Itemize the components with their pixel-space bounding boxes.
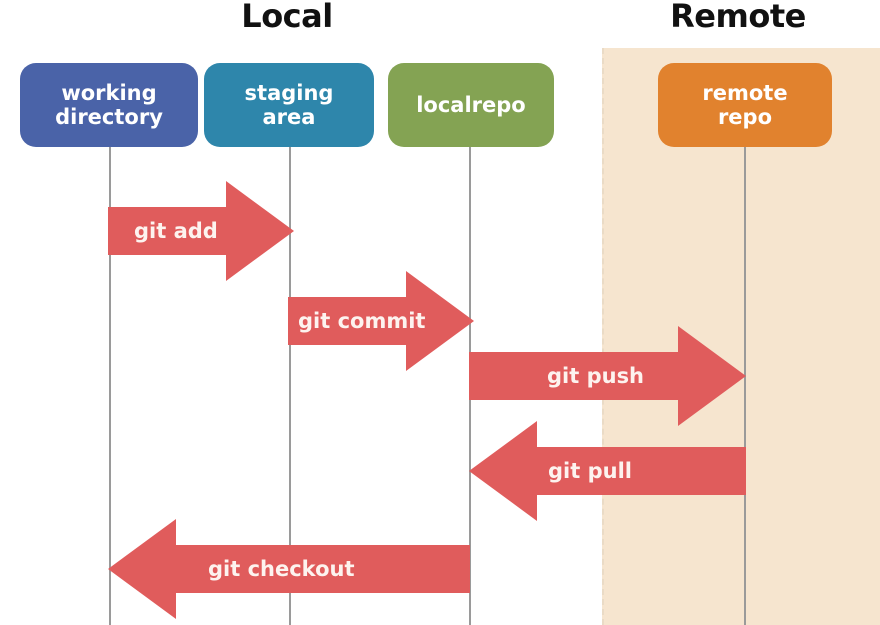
arrow-label-git-push: git push bbox=[547, 364, 645, 388]
node-staging-area[interactable]: staging area bbox=[204, 63, 374, 147]
lifeline-working-directory bbox=[109, 140, 111, 625]
arrow-label-git-checkout: git checkout bbox=[208, 557, 355, 581]
section-title-local: Local bbox=[241, 0, 333, 35]
lifeline-staging-area bbox=[289, 140, 291, 625]
arrow-git-add[interactable] bbox=[108, 181, 294, 281]
arrow-label-git-pull: git pull bbox=[548, 459, 632, 483]
node-remote-repo[interactable]: remote repo bbox=[658, 63, 832, 147]
arrow-label-git-commit: git commit bbox=[298, 309, 426, 333]
node-working-directory[interactable]: working directory bbox=[20, 63, 198, 147]
section-title-remote: Remote bbox=[670, 0, 806, 35]
arrow-git-commit[interactable] bbox=[288, 271, 474, 371]
arrow-git-push[interactable] bbox=[469, 326, 746, 426]
lifeline-remote-repo bbox=[744, 140, 746, 625]
arrow-git-pull[interactable] bbox=[469, 421, 746, 521]
arrow-git-checkout[interactable] bbox=[108, 519, 470, 619]
arrow-label-git-add: git add bbox=[134, 219, 218, 243]
node-localrepo[interactable]: localrepo bbox=[388, 63, 554, 147]
